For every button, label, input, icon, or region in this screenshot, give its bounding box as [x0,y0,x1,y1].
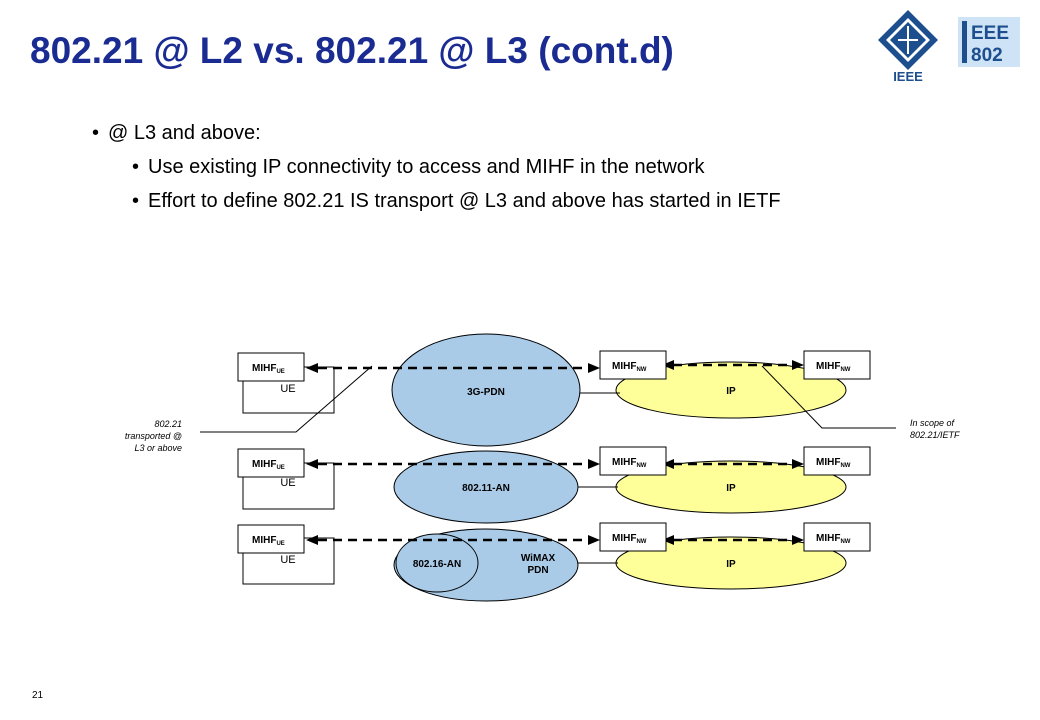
mihf-main-label: MIHF [612,361,636,372]
svg-text:MIHFNW: MIHFNW [612,361,647,373]
svg-text:MIHFNW: MIHFNW [816,361,851,373]
wimax-pdn-label-1: WiMAX [521,553,556,564]
bullet-level2: • Use existing IP connectivity to access … [132,156,705,179]
mihf-sub-label: UE [276,369,284,375]
mihf-ue-box: MIHFUE [237,352,305,382]
ue-label: UE [280,554,295,566]
3g-pdn-label: 3G-PDN [467,387,505,398]
mihf-sub-label: NW [840,367,850,373]
mihf-sub-label: NW [636,367,646,373]
ieee-wordmark: IEEE [893,69,923,84]
right-annotation: In scope of 802.21/IETF [910,418,960,440]
svg-text:MIHFUE: MIHFUE [252,363,285,375]
mihf-nw-box: MIHFNW [599,522,667,552]
ieee-802-line1: EEE [971,23,1009,44]
annotation-line: 802.21/IETF [910,430,960,440]
bullet-text: @ L3 and above: [108,122,261,144]
mihf-sub-label: NW [636,463,646,469]
ieee-logo: IEEE [878,10,938,84]
svg-text:MIHFUE: MIHFUE [252,459,285,471]
bullet-level1: • @ L3 and above: [92,122,261,145]
mihf-sub-label: UE [276,465,284,471]
ip-label: IP [726,559,736,570]
annotation-line: transported @ [125,431,182,441]
ue-label: UE [280,477,295,489]
bullet-text: Effort to define 802.21 IS transport @ L… [148,190,781,212]
mihf-sub-label: NW [636,539,646,545]
bullet-dot: • [132,190,140,212]
svg-text:MIHFNW: MIHFNW [816,533,851,545]
80211-an-network [393,450,579,524]
ip-label: IP [726,483,736,494]
mihf-ue-box: MIHFUE [237,448,305,478]
mihf-main-label: MIHF [816,361,840,372]
mihf-main-label: MIHF [816,533,840,544]
bullet-dot: • [92,122,100,144]
mihf-main-label: MIHF [612,533,636,544]
3g-pdn-network [391,333,581,447]
svg-text:MIHFNW: MIHFNW [612,533,647,545]
ieee-802-logo: EEE 802 [958,17,1020,67]
bullet-level2: • Effort to define 802.21 IS transport @ … [132,190,781,213]
mihf-nw-box: MIHFNW [599,446,667,476]
annotation-line: In scope of [910,418,956,428]
annotation-line: L3 or above [134,443,182,453]
mih-transport-links [318,363,800,542]
mihf-main-label: MIHF [612,457,636,468]
svg-text:MIHFNW: MIHFNW [612,457,647,469]
ip-network [615,361,847,419]
mihf-main-label: MIHF [816,457,840,468]
mihf-nw-box: MIHFNW [803,350,871,380]
ieee-802-line2: 802 [971,45,1003,66]
left-annotation: 802.21 transported @ L3 or above [125,419,182,453]
bullet-text: Use existing IP connectivity to access a… [148,156,705,178]
svg-text:MIHFNW: MIHFNW [816,457,851,469]
page-number: 21 [32,690,44,701]
mihf-main-label: MIHF [252,535,276,546]
ue-label: UE [280,383,295,395]
arrow-heads [306,360,804,545]
mihf-sub-label: NW [840,463,850,469]
80216-an-network [395,533,479,593]
mihf-main-label: MIHF [252,459,276,470]
mihf-nw-box: MIHFNW [599,350,667,380]
bullet-dot: • [132,156,140,178]
mihf-sub-label: NW [840,539,850,545]
left-callout-line [200,365,373,433]
80211-an-label: 802.11-AN [462,483,510,494]
right-callout-line [761,365,896,429]
annotation-line: 802.21 [154,419,182,429]
mihf-main-label: MIHF [252,363,276,374]
slide-title: 802.21 @ L2 vs. 802.21 @ L3 (cont.d) [30,30,674,71]
mihf-sub-label: UE [276,541,284,547]
wimax-pdn-label-2: PDN [527,565,548,576]
80216-an-label: 802.16-AN [413,559,461,570]
svg-text:MIHFUE: MIHFUE [252,535,285,547]
ip-label: IP [726,386,736,397]
mihf-ue-box: MIHFUE [237,524,305,554]
mihf-nw-box: MIHFNW [803,522,871,552]
mihf-nw-box: MIHFNW [803,446,871,476]
